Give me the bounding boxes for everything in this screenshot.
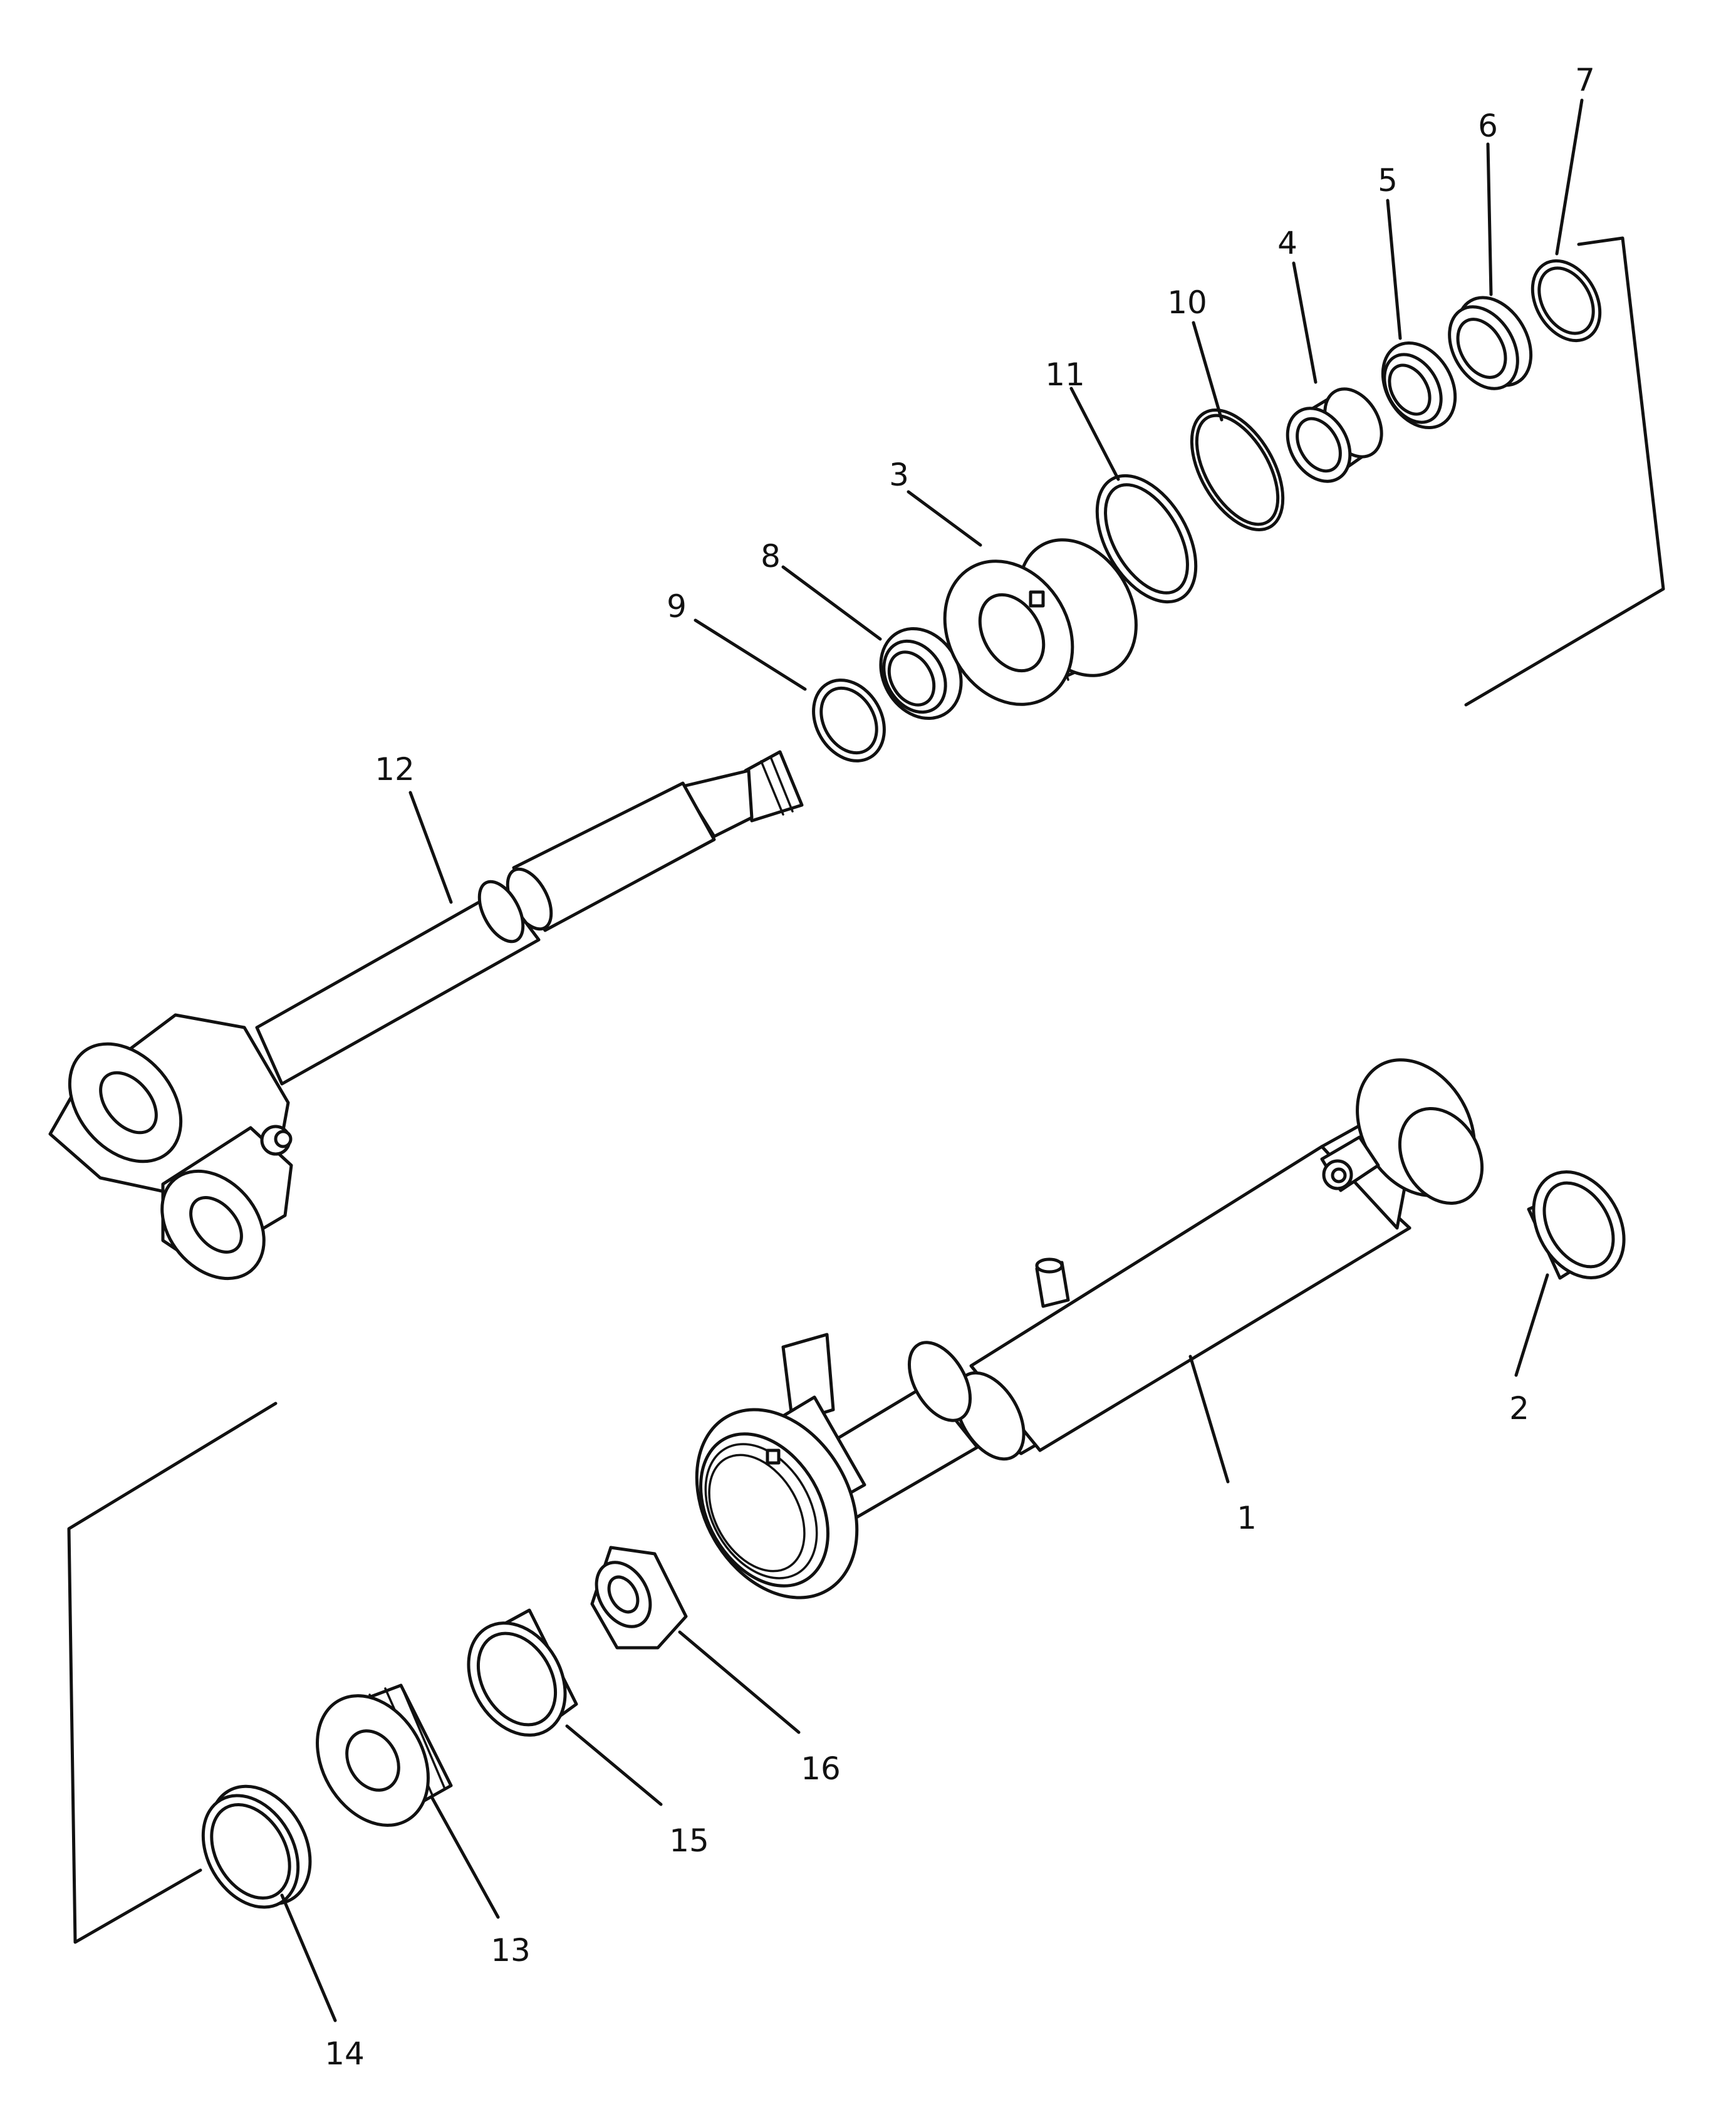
leader-6 — [1486, 142, 1493, 296]
leader-7 — [1555, 98, 1584, 256]
lower-group-bracket — [67, 1402, 278, 1944]
callout-13: 13 — [491, 1932, 531, 1969]
upper-group-bracket — [1464, 236, 1665, 707]
leader-16 — [678, 1630, 801, 1734]
callout-5: 5 — [1378, 162, 1398, 199]
callout-12: 12 — [375, 751, 415, 788]
leader-13 — [430, 1796, 500, 1919]
part-10-o-ring — [1190, 408, 1285, 531]
part-6-dust-seal — [1448, 296, 1533, 390]
callout-6: 6 — [1478, 108, 1498, 144]
leader-3 — [907, 490, 982, 547]
callout-15: 15 — [669, 1823, 709, 1859]
leader-12 — [408, 791, 453, 904]
part-5-rod-seal — [1381, 341, 1457, 430]
leader-9 — [694, 618, 807, 691]
callout-14: 14 — [325, 2036, 365, 2072]
leader-5 — [1386, 199, 1402, 340]
part-2-bushing — [1527, 1170, 1626, 1280]
callout-9: 9 — [667, 588, 687, 625]
leader-11 — [1069, 387, 1120, 481]
leader-8 — [781, 565, 882, 641]
piston-rod — [48, 750, 804, 1281]
part-15-wear-ring — [467, 1608, 578, 1737]
part-3-cylinder-head — [943, 538, 1138, 706]
leader-10 — [1192, 321, 1224, 422]
callout-11: 11 — [1045, 356, 1085, 393]
part-16-nut — [590, 1546, 688, 1650]
part-13-piston — [316, 1683, 453, 1827]
callout-3: 3 — [889, 457, 909, 493]
leader-2 — [1514, 1273, 1549, 1377]
leader-15 — [565, 1724, 663, 1806]
leader-14 — [280, 1893, 337, 2022]
callout-10: 10 — [1167, 284, 1207, 321]
callout-4: 4 — [1277, 225, 1297, 261]
callout-2: 2 — [1509, 1390, 1529, 1427]
part-8-rod-seal — [879, 627, 963, 720]
leader-4 — [1292, 261, 1318, 384]
callout-labels: 1 2 3 4 5 6 7 8 9 10 11 12 13 14 15 16 — [325, 62, 1595, 2072]
part-4-bushing — [1286, 387, 1383, 483]
part-14-piston-ring — [201, 1784, 312, 1909]
part-7-snap-ring — [1531, 259, 1602, 343]
callout-16: 16 — [801, 1750, 841, 1787]
leader-1 — [1188, 1355, 1230, 1484]
callout-1: 1 — [1237, 1500, 1257, 1536]
part-11-backup-ring — [1095, 474, 1198, 604]
leader-lines — [280, 98, 1584, 2022]
part-9-snap-ring — [812, 679, 886, 762]
part-1-cylinder-tube — [695, 1058, 1484, 1600]
callout-8: 8 — [761, 538, 781, 575]
callout-7: 7 — [1575, 62, 1595, 98]
